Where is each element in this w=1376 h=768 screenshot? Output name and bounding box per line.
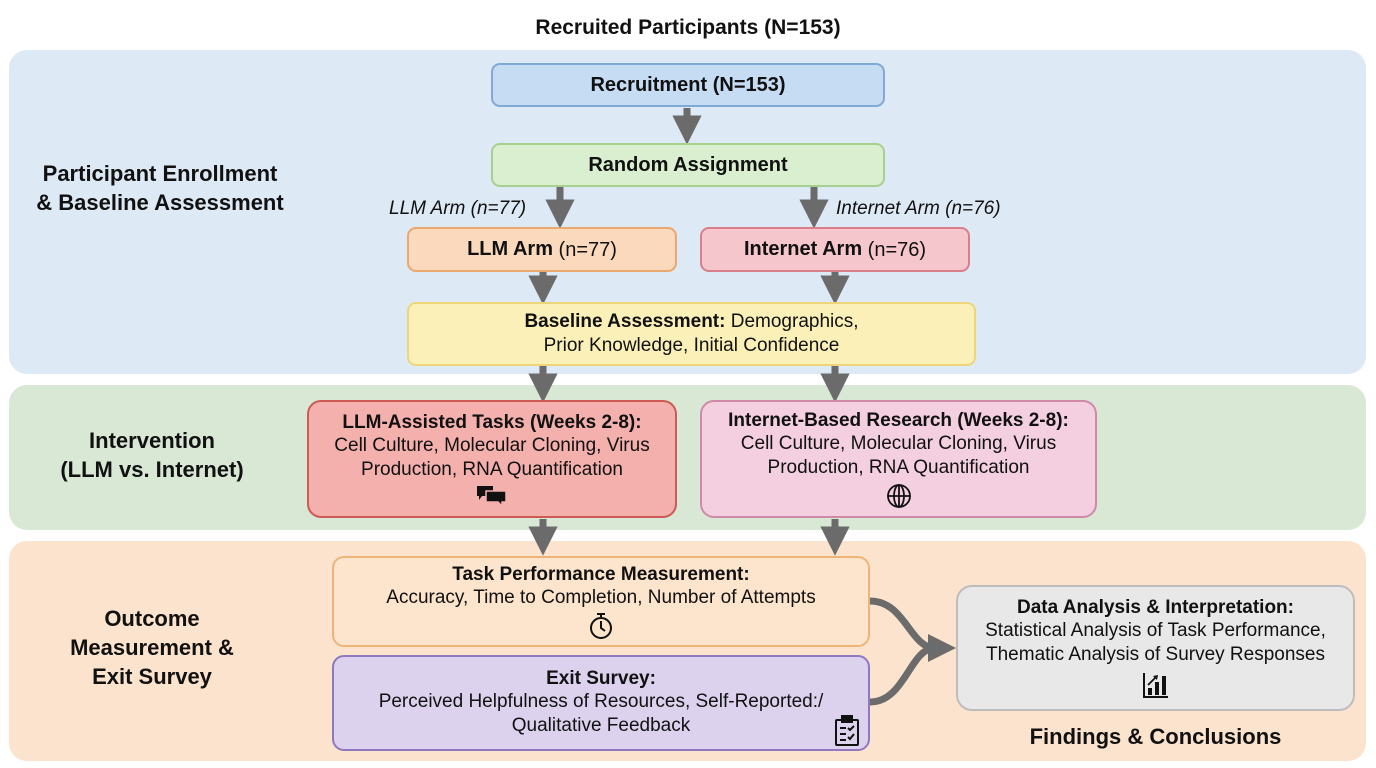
node-text: Perceived Helpfulness of Resources, Self…: [378, 691, 824, 712]
node-llm-assisted-tasks: LLM-Assisted Tasks (Weeks 2-8): Cell Cul…: [307, 400, 677, 518]
node-text: Production, RNA Quantification: [767, 456, 1030, 478]
node-internet-based-research: Internet-Based Research (Weeks 2-8): Cel…: [700, 400, 1097, 518]
node-text: Statistical Analysis of Task Performance…: [985, 620, 1326, 641]
phase-label-line: & Baseline Assessment: [36, 190, 284, 215]
node-title: LLM Arm: [467, 238, 553, 260]
node-title: Internet-Based Research (Weeks 2-8):: [728, 409, 1069, 431]
clipboard-checklist-icon: [834, 715, 860, 747]
arrow-performance-to-analysis: [869, 597, 936, 652]
node-count: (n=77): [552, 238, 617, 261]
node-title: Random Assignment: [588, 153, 788, 176]
phase-label-intervention: Intervention (LLM vs. Internet): [12, 426, 292, 484]
bar-chart-icon: [1142, 671, 1170, 699]
arrow-survey-to-analysis: [869, 644, 936, 706]
chat-bubbles-icon: [475, 485, 509, 507]
node-text: Production, RNA Quantification: [361, 458, 623, 480]
node-title: Internet Arm: [743, 238, 863, 260]
phase-label-enrollment: Participant Enrollment & Baseline Assess…: [20, 159, 300, 217]
node-text: Cell Culture, Molecular Cloning, Virus: [740, 432, 1057, 454]
arrowhead-to-analysis: [928, 634, 956, 662]
node-title: Exit Survey:: [546, 668, 656, 689]
findings-conclusions-label: Findings & Conclusions: [1029, 724, 1282, 749]
globe-icon: [886, 483, 912, 509]
node-internet-arm: Internet Arm (n=76): [700, 227, 970, 272]
node-text: Accuracy, Time to Completion, Number of …: [386, 586, 816, 608]
node-title: Baseline Assessment:: [524, 311, 726, 332]
node-title: Data Analysis & Interpretation:: [1017, 597, 1294, 618]
node-text: Cell Culture, Molecular Cloning, Virus: [334, 434, 650, 456]
phase-label-line: Outcome: [104, 606, 200, 631]
node-llm-arm: LLM Arm (n=77): [407, 227, 677, 272]
edge-label-llm-branch: LLM Arm (n=77): [389, 198, 527, 219]
node-data-analysis: Data Analysis & Interpretation: Statisti…: [956, 585, 1355, 711]
edge-label-internet-branch: Internet Arm (n=76): [836, 198, 1001, 219]
phase-label-outcome: Outcome Measurement & Exit Survey: [12, 604, 292, 691]
node-title: Recruitment (N=153): [590, 73, 786, 96]
node-baseline-assessment: Baseline Assessment: Demographics, Prior…: [407, 302, 976, 366]
node-title: Task Performance Measurement:: [452, 563, 750, 585]
stopwatch-icon: [588, 612, 614, 640]
phase-label-line: Exit Survey: [92, 664, 212, 689]
phase-label-line: (LLM vs. Internet): [60, 457, 244, 482]
node-exit-survey: Exit Survey: Perceived Helpfulness of Re…: [332, 655, 870, 751]
phase-label-line: Measurement &: [70, 635, 234, 660]
node-count: (n=76): [862, 238, 927, 261]
node-text: Prior Knowledge, Initial Confidence: [543, 335, 840, 356]
node-text: Demographics,: [725, 311, 859, 332]
diagram-title: Recruited Participants (N=153): [535, 16, 841, 39]
node-task-performance-measurement: Task Performance Measurement: Accuracy, …: [332, 556, 870, 647]
phase-band-intervention: [9, 385, 1366, 530]
phase-label-line: Participant Enrollment: [42, 161, 278, 186]
node-title: LLM-Assisted Tasks (Weeks 2-8):: [342, 411, 642, 433]
node-random-assignment: Random Assignment: [491, 143, 885, 187]
phase-label-line: Intervention: [89, 428, 215, 453]
node-recruitment: Recruitment (N=153): [491, 63, 885, 107]
node-text: Qualitative Feedback: [511, 715, 691, 736]
node-text: Thematic Analysis of Survey Responses: [986, 644, 1325, 665]
